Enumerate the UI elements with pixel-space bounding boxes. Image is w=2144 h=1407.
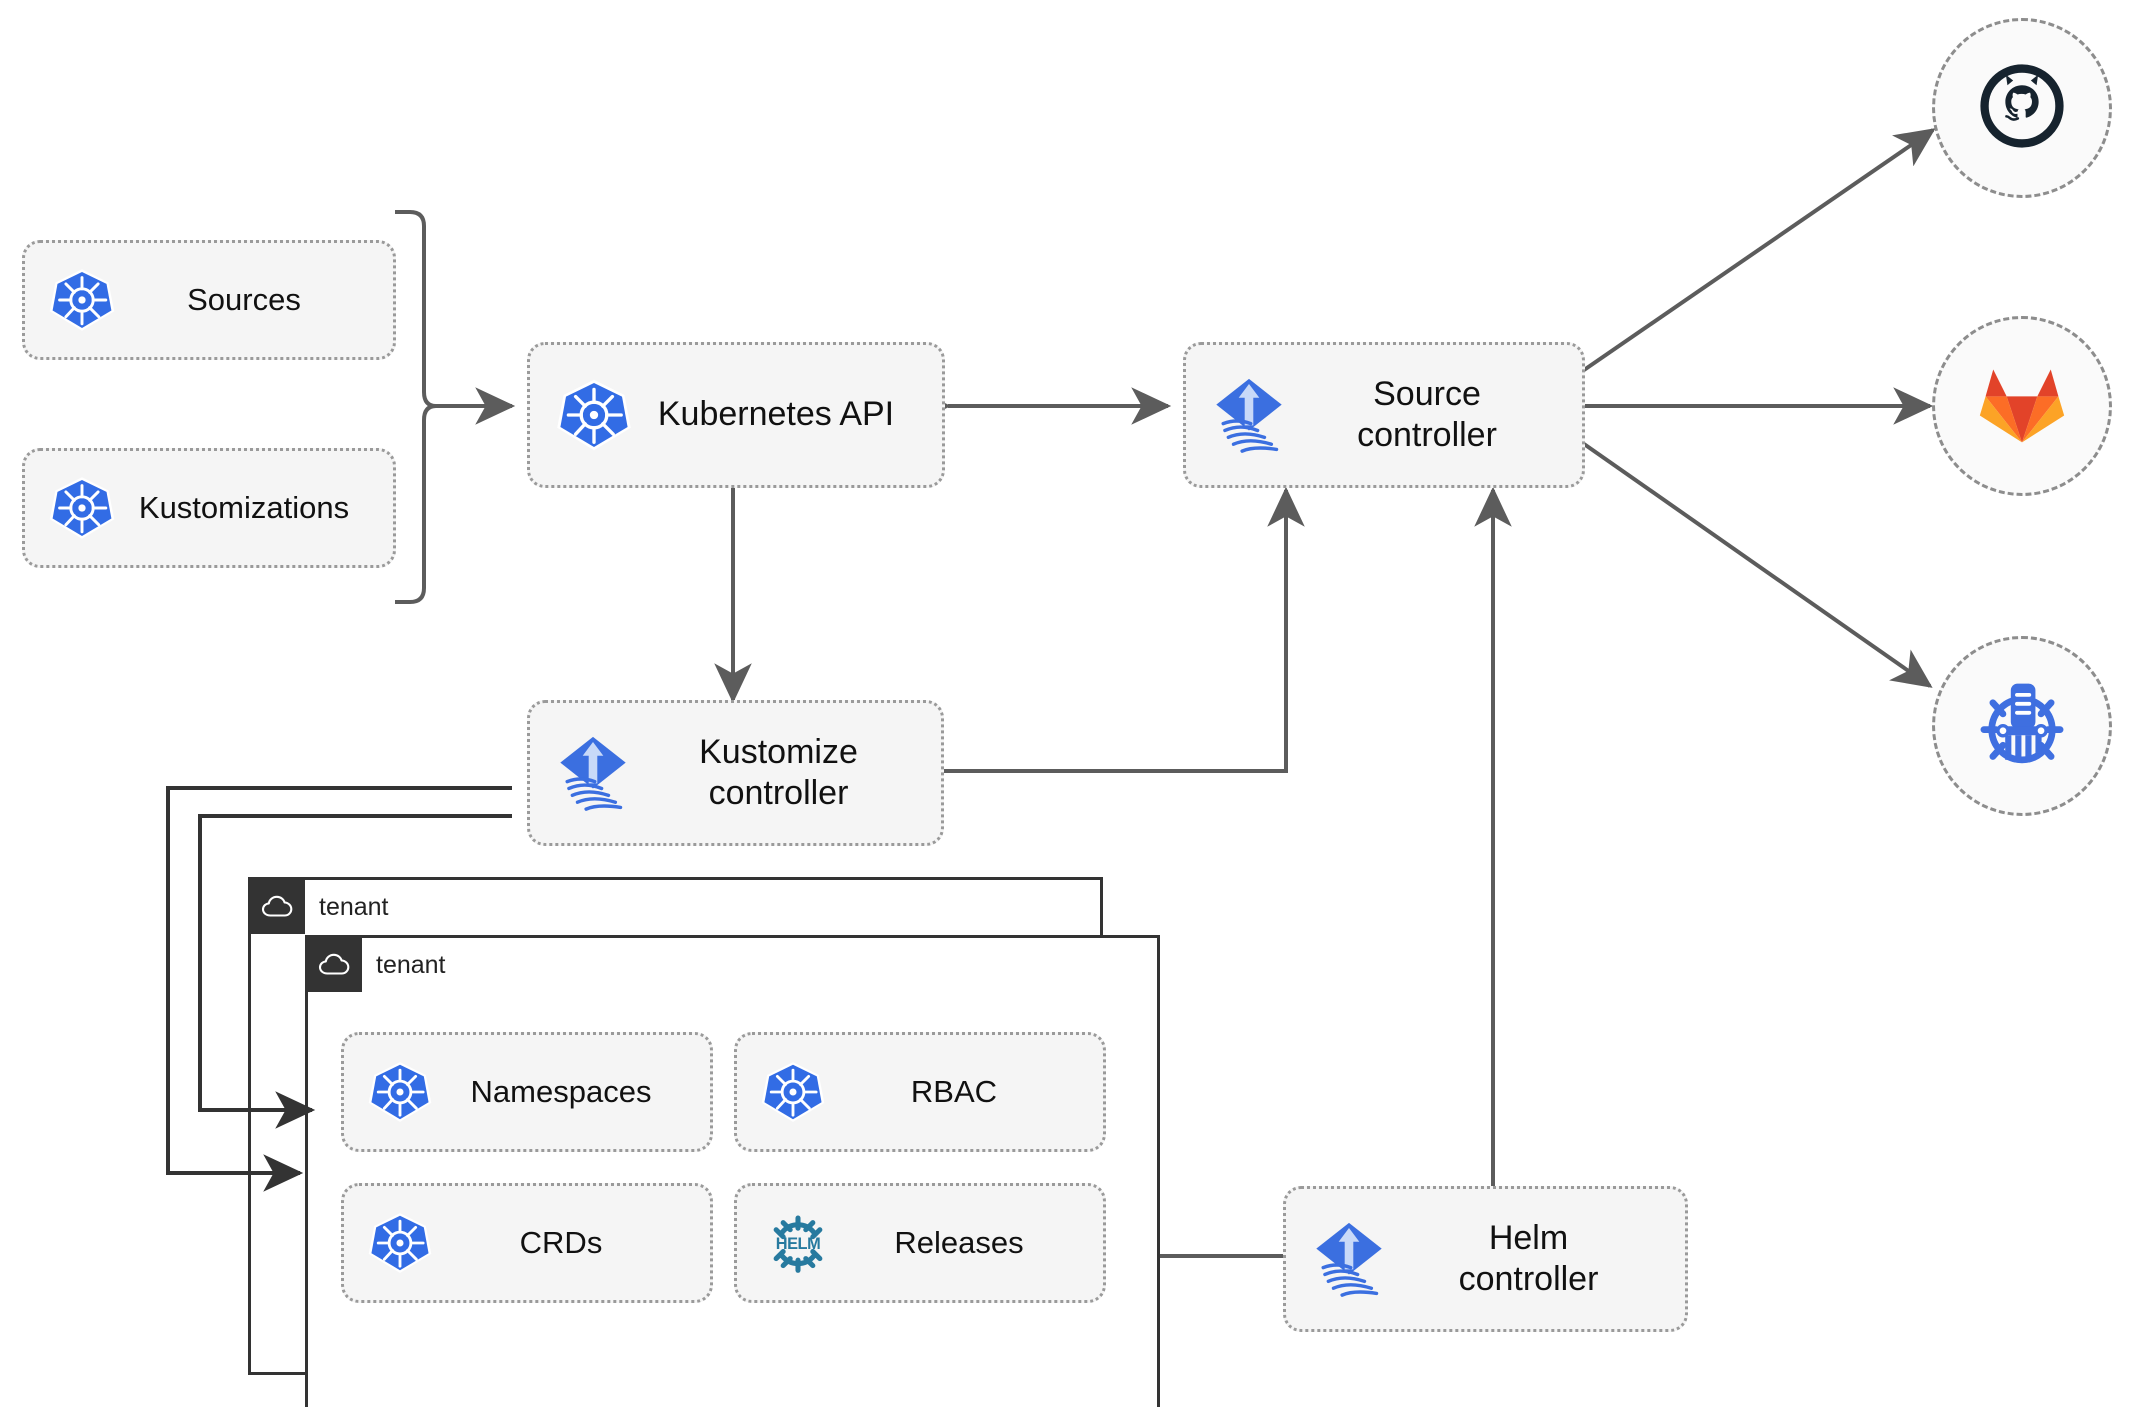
node-source-controller[interactable]: Source controller	[1183, 342, 1585, 488]
cloud-icon	[308, 938, 362, 992]
tenant-label-back: tenant	[319, 892, 389, 921]
provider-gitlab[interactable]	[1932, 316, 2112, 496]
node-kubernetes-api[interactable]: Kubernetes API	[527, 342, 945, 488]
helm-icon: HELM	[759, 1204, 837, 1282]
kubernetes-icon	[554, 375, 634, 455]
kubernetes-icon	[759, 1058, 827, 1126]
flux-icon	[1206, 372, 1292, 458]
flux-icon	[1306, 1216, 1392, 1302]
kubernetes-icon	[47, 473, 117, 543]
node-label: Source controller	[1357, 374, 1497, 454]
node-label: Namespaces	[470, 1074, 652, 1110]
github-icon	[1970, 54, 2074, 163]
edge-sources-group-bracket	[395, 210, 437, 604]
node-label: Kustomizations	[138, 490, 350, 526]
node-label: Helm controller	[1458, 1218, 1599, 1298]
svg-text:HELM: HELM	[776, 1235, 820, 1253]
kubernetes-icon	[366, 1058, 434, 1126]
edge-source-controller-to-github	[1582, 128, 1936, 372]
tenant-container-front: tenant	[305, 935, 1160, 1407]
node-label: Sources	[187, 282, 301, 318]
flux-icon	[550, 730, 636, 816]
edge-source-controller-to-bucket	[1582, 442, 1933, 688]
node-label: RBAC	[910, 1074, 998, 1110]
node-label: CRDs	[519, 1225, 603, 1261]
cloud-icon	[251, 880, 305, 934]
node-releases[interactable]: HELM Releases	[734, 1183, 1106, 1303]
node-label: Kustomize controller	[699, 732, 858, 812]
node-crds[interactable]: CRDs	[341, 1183, 713, 1303]
provider-helm-repository[interactable]	[1932, 636, 2112, 816]
node-label: Kubernetes API	[657, 395, 895, 434]
kubernetes-icon	[366, 1209, 434, 1277]
node-label: Releases	[894, 1225, 1024, 1261]
node-kustomize-controller[interactable]: Kustomize controller	[527, 700, 944, 846]
node-namespaces[interactable]: Namespaces	[341, 1032, 713, 1152]
kubernetes-icon	[47, 265, 117, 335]
node-helm-controller[interactable]: Helm controller	[1283, 1186, 1688, 1332]
provider-github[interactable]	[1932, 18, 2112, 198]
helm-repository-icon	[1966, 668, 2078, 785]
node-kustomizations[interactable]: Kustomizations	[22, 448, 396, 568]
tenant-label-front: tenant	[376, 950, 446, 979]
gitlab-icon	[1974, 358, 2070, 455]
node-sources[interactable]: Sources	[22, 240, 396, 360]
edge-kustomize-controller-to-source-controller	[944, 486, 1305, 773]
node-rbac[interactable]: RBAC	[734, 1032, 1106, 1152]
